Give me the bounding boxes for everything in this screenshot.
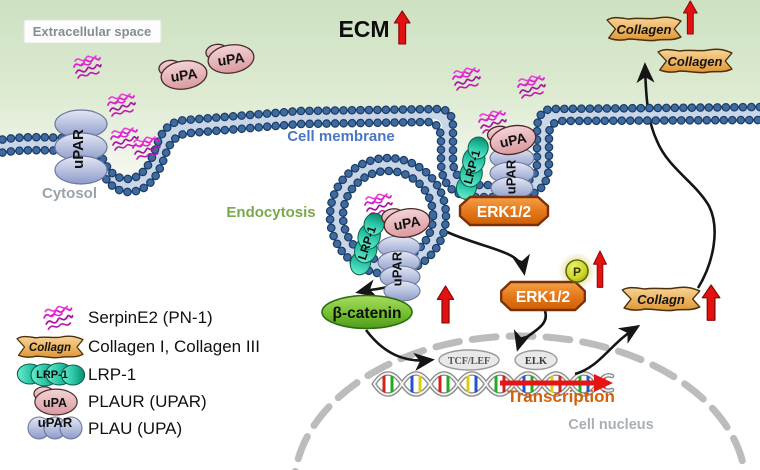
legend-item-plau: uPAR PLAU (UPA) xyxy=(27,415,182,440)
legend-item-collagen: Collagn Collagen I, Collagen III xyxy=(16,335,260,359)
cytosol-label: Cytosol xyxy=(42,185,97,202)
legend-label: PLAU (UPA) xyxy=(88,419,182,438)
upar-vesicle-label: uPAR xyxy=(389,251,404,286)
collagen-label: Collagen xyxy=(668,54,723,69)
upa-label: uPA xyxy=(170,65,199,85)
legend: SerpinE2 (PN-1) Collagn Collagen I, Coll… xyxy=(16,305,260,440)
legend-item-plaur: uPA PLAUR (UPAR) xyxy=(33,386,207,416)
collagen-top-1: Collagen xyxy=(606,16,682,42)
upar-complex-label: uPAR xyxy=(503,159,518,194)
transcription-arrow xyxy=(500,374,613,392)
collagen-icon-label: Collagn xyxy=(29,342,71,354)
lrp1-icon-label: LRP-1 xyxy=(36,369,68,381)
upa-label: uPA xyxy=(217,49,246,69)
membrane-complex: LRP-1 uPA uPAR xyxy=(452,110,540,203)
collagen-top-2: Collagen xyxy=(657,48,733,74)
endocytosis-label: Endocytosis xyxy=(226,204,315,221)
arrow-erk-to-elk xyxy=(513,310,548,352)
cell-membrane-left xyxy=(0,132,69,158)
elk-label: ELK xyxy=(525,356,548,367)
beta-catenin: β-catenin xyxy=(321,294,413,330)
upa-extracellular-1: uPA xyxy=(157,54,210,93)
upa-complex-label: uPA xyxy=(498,129,528,150)
arrow-bcatenin-to-tcflef xyxy=(364,329,435,371)
phosphate-label: P xyxy=(573,265,581,279)
elk-factor: ELK xyxy=(514,349,558,371)
erk12-label: ERK1/2 xyxy=(477,204,531,221)
upa-icon-label: uPA xyxy=(43,396,67,410)
collagen-cytosol: Collagn xyxy=(621,286,701,312)
upa-extracellular-2: uPA xyxy=(204,38,257,77)
erk12-label: ERK1/2 xyxy=(516,289,570,306)
legend-label: Collagen I, Collagen III xyxy=(88,337,260,356)
legend-label: PLAUR (UPAR) xyxy=(88,392,207,411)
cell-nucleus-label: Cell nucleus xyxy=(568,417,653,433)
cell-membrane-main xyxy=(91,102,760,202)
arrow-dna-to-collagen xyxy=(574,324,641,376)
vesicle-complex: LRP-1 uPA uPAR xyxy=(345,193,433,302)
tcf-lef-label: TCF/LEF xyxy=(448,356,490,367)
tcf-lef-factor: TCF/LEF xyxy=(438,349,500,371)
transcription-label: Transcription xyxy=(507,387,615,406)
beta-catenin-label: β-catenin xyxy=(333,305,402,322)
collagen-label: Collagen xyxy=(617,22,672,37)
upar-receptor-left: uPAR xyxy=(54,109,108,185)
cell-membrane-label: Cell membrane xyxy=(287,128,395,145)
extracellular-space-label: Extracellular space xyxy=(33,24,152,39)
extracellular-region xyxy=(0,0,760,190)
legend-label: LRP-1 xyxy=(88,365,136,384)
upar-icon-label: uPAR xyxy=(38,415,73,430)
upar-left-label: uPAR xyxy=(70,129,87,169)
legend-item-lrp1: LRP-1 LRP-1 xyxy=(16,362,136,387)
erk12-membrane: ERK1/2 xyxy=(458,195,550,227)
phosphate-icon xyxy=(565,259,589,283)
upa-vesicle-label: uPA xyxy=(392,213,421,233)
legend-label: SerpinE2 (PN-1) xyxy=(88,308,213,327)
ecm-label: ECM xyxy=(338,16,389,42)
arrow-to-erk-phospho xyxy=(446,230,530,276)
extracellular-space-tag: Extracellular space xyxy=(23,19,162,44)
legend-item-serpine2: SerpinE2 (PN-1) xyxy=(43,305,213,331)
collagn-label: Collagn xyxy=(637,292,685,307)
erk12-phosphorylated: ERK1/2 P xyxy=(500,252,596,312)
